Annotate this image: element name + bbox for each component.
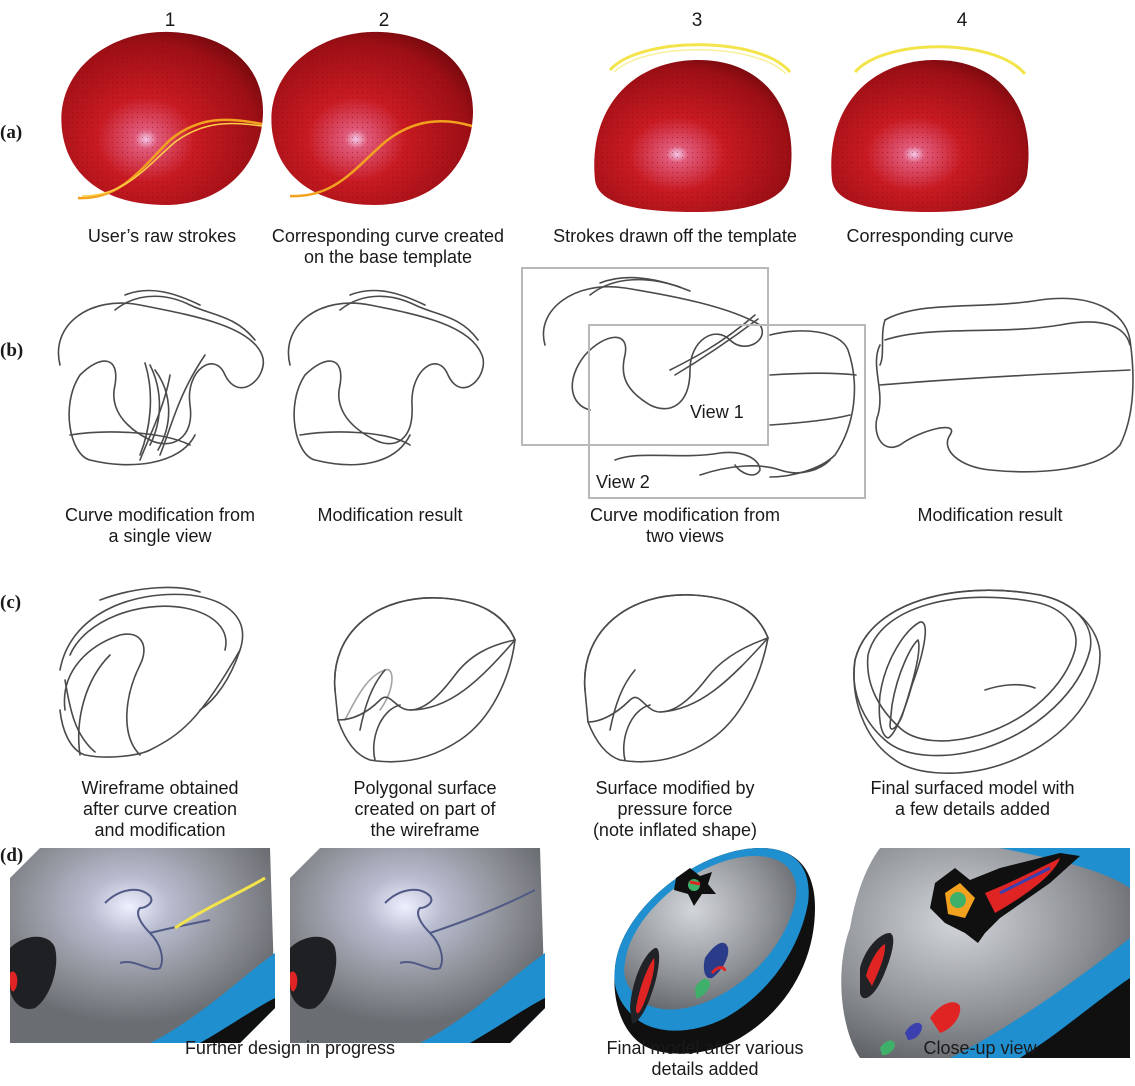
wireframe-b2 bbox=[288, 290, 483, 464]
inflated-surface-c3 bbox=[585, 595, 768, 762]
caption-c1: Wireframe obtained after curve creation … bbox=[45, 778, 275, 841]
caption-a4: Corresponding curve bbox=[830, 226, 1030, 247]
design-closeup-d2 bbox=[290, 848, 545, 1043]
closeup-view-d4 bbox=[841, 848, 1130, 1058]
template-blob-1 bbox=[61, 32, 263, 205]
caption-c2: Polygonal surface created on part of the… bbox=[310, 778, 540, 841]
caption-c4: Final surfaced model with a few details … bbox=[840, 778, 1105, 820]
caption-b4: Modification result bbox=[890, 505, 1090, 526]
wireframe-b4 bbox=[876, 298, 1133, 471]
polygonal-surface-c2 bbox=[335, 598, 515, 762]
wireframe-c1 bbox=[60, 587, 243, 757]
caption-d4: Close-up view bbox=[880, 1038, 1080, 1059]
final-surfaced-model-c4 bbox=[854, 590, 1100, 773]
caption-b2: Modification result bbox=[290, 505, 490, 526]
wireframe-b1 bbox=[58, 290, 263, 464]
view2-label: View 2 bbox=[596, 472, 650, 493]
final-model-d3 bbox=[614, 848, 815, 1054]
template-blob-3 bbox=[594, 45, 791, 212]
row-a-panels bbox=[0, 0, 1135, 230]
caption-a1: User’s raw strokes bbox=[52, 226, 272, 247]
view1-label: View 1 bbox=[690, 402, 744, 423]
caption-d3: Final model after various details added bbox=[575, 1038, 835, 1080]
caption-a3: Strokes drawn off the template bbox=[515, 226, 835, 247]
caption-b1: Curve modification from a single view bbox=[40, 505, 280, 547]
caption-c3: Surface modified by pressure force (note… bbox=[560, 778, 790, 841]
caption-d12: Further design in progress bbox=[160, 1038, 420, 1059]
template-blob-4 bbox=[831, 47, 1028, 212]
caption-b3: Curve modification from two views bbox=[560, 505, 810, 547]
row-c-panels bbox=[0, 560, 1135, 780]
template-blob-2 bbox=[271, 32, 473, 205]
design-closeup-d1 bbox=[10, 848, 275, 1043]
row-d-panels bbox=[0, 848, 1135, 1063]
